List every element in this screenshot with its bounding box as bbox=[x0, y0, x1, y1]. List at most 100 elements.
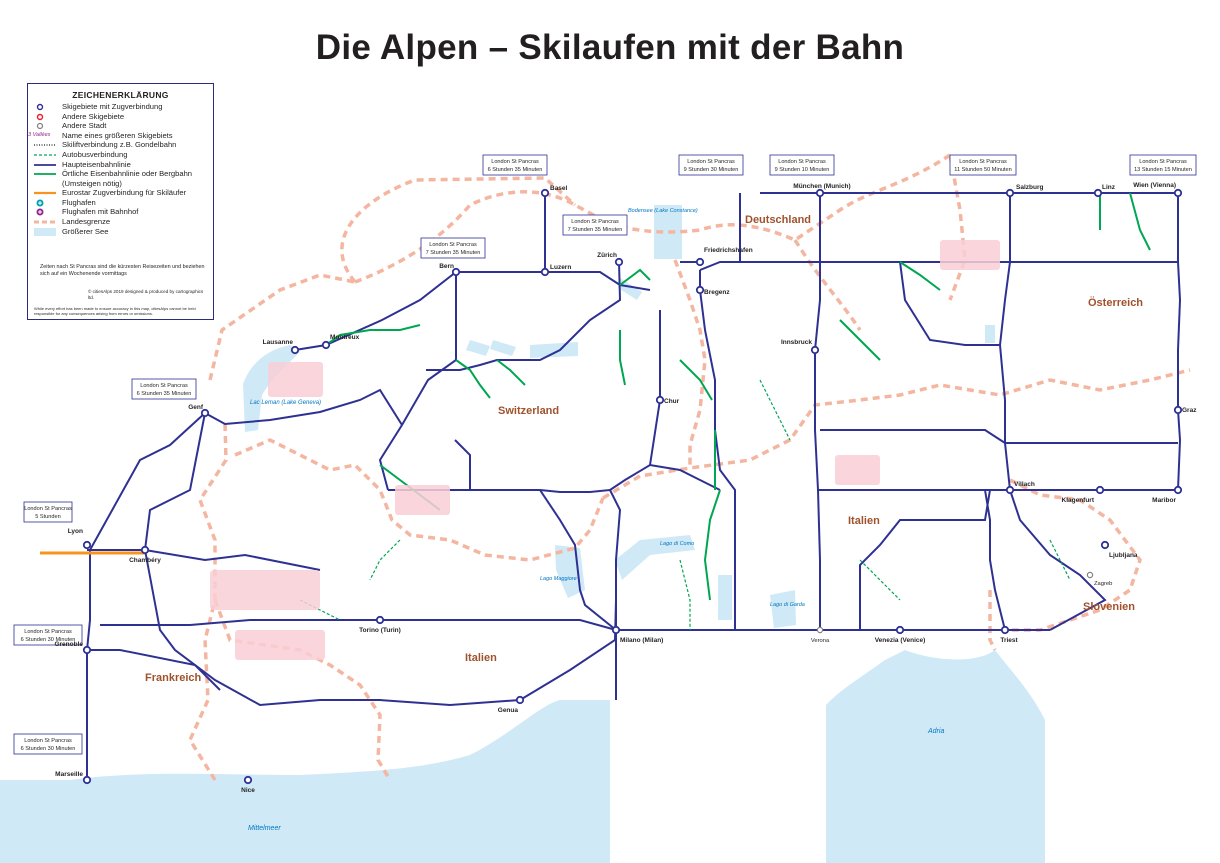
station-label: Villach bbox=[1014, 481, 1035, 488]
station-lausanne: Lausanne bbox=[263, 339, 300, 355]
airport-rail-icon bbox=[36, 208, 44, 216]
green-line-icon bbox=[34, 173, 56, 176]
legend-label: Skigebiete mit Zugverbindung bbox=[62, 102, 163, 111]
legend-label: Skiliftverbindung z.B. Gondelbahn bbox=[62, 140, 177, 150]
station-label: Bern bbox=[439, 263, 454, 270]
country-label-germany: Deutschland bbox=[745, 214, 811, 226]
london-box-grenoble: London St Pancras 6 Stunden 30 Minuten bbox=[13, 624, 83, 646]
london-box-basel: London St Pancras 6 Stunden 35 Minuten bbox=[482, 154, 548, 176]
station-marker bbox=[1005, 485, 1015, 495]
london-box-line1: London St Pancras bbox=[140, 383, 188, 389]
station-label: Graz bbox=[1182, 407, 1197, 414]
station-maribor: Maribor bbox=[1152, 485, 1183, 504]
legend-item-eurostar: Eurostar Zugverbindung für Skiläufer bbox=[28, 188, 213, 198]
station-label: Basel bbox=[550, 185, 568, 192]
london-box-line2: 6 Stunden 35 Minuten bbox=[488, 167, 543, 173]
station-label: Ljubljana bbox=[1109, 552, 1138, 559]
country-label-austria: Österreich bbox=[1088, 296, 1143, 309]
adriatic-sea bbox=[826, 650, 1045, 863]
lake-zell bbox=[985, 325, 995, 343]
station-marker bbox=[290, 345, 300, 355]
legend-heading: ZEICHENERKLÄRUNG bbox=[72, 90, 169, 100]
london-box-line1: London St Pancras bbox=[429, 242, 477, 248]
station-marker bbox=[655, 395, 665, 405]
station-grenoble: Grenoble bbox=[54, 641, 92, 655]
station-marker bbox=[816, 626, 824, 634]
station-marker bbox=[451, 267, 461, 277]
station-verona: Verona bbox=[811, 626, 830, 644]
station-marker bbox=[82, 645, 92, 655]
station-m-nchen-munich-: München (Munich) bbox=[793, 183, 851, 198]
resort-name-sample: 3 Vallées bbox=[28, 131, 51, 138]
station-bern: Bern bbox=[439, 263, 461, 277]
station-milano-milan-: Milano (Milan) bbox=[611, 625, 663, 644]
legend-label: Örtliche Eisenbahnlinie oder Bergbahn (U… bbox=[62, 169, 193, 188]
station-marker bbox=[1005, 188, 1015, 198]
water-label-lake-constance: Bodensee (Lake Constance) bbox=[628, 208, 698, 214]
lake-lucerne bbox=[530, 342, 578, 358]
station-label: Bregenz bbox=[704, 289, 730, 296]
station-linz: Linz bbox=[1093, 184, 1116, 198]
legend-label: Name eines größeren Skigebiets bbox=[62, 130, 173, 140]
legend-credit: © citiesAlps 2019 designed & produced by… bbox=[88, 289, 204, 300]
lake-icon bbox=[34, 227, 56, 236]
station-label: Milano (Milan) bbox=[620, 637, 663, 644]
station-marseille: Marseille bbox=[55, 771, 92, 785]
london-box-lyon: London St Pancras 5 Stunden bbox=[23, 501, 73, 523]
legend-item-resort-name: 3 Vallées Name eines größeren Skigebiets bbox=[28, 131, 213, 141]
station-label: Montreux bbox=[330, 334, 360, 341]
station-triest: Triest bbox=[1000, 625, 1019, 644]
lake-geneva bbox=[243, 345, 300, 432]
water-label-adriatic: Adria bbox=[927, 728, 944, 735]
station-label: Klagenfurt bbox=[1062, 497, 1095, 504]
station-salzburg: Salzburg bbox=[1005, 184, 1043, 198]
london-box-line1: London St Pancras bbox=[959, 159, 1007, 165]
station-label: Wien (Vienna) bbox=[1133, 182, 1176, 189]
station-graz: Graz bbox=[1173, 405, 1197, 415]
london-box-line1: London St Pancras bbox=[571, 219, 619, 225]
station-marker bbox=[540, 188, 550, 198]
station-bregenz: Bregenz bbox=[695, 285, 730, 296]
country-label-france: Frankreich bbox=[145, 672, 202, 684]
station-genf: Genf bbox=[188, 404, 210, 418]
legend-note: Zeiten nach St Pancras sind die kürzeste… bbox=[40, 264, 205, 277]
station-marker bbox=[1173, 188, 1183, 198]
legend-item-main-rail: Haupteisenbahnlinie bbox=[28, 160, 213, 170]
blue-line-icon bbox=[34, 163, 56, 166]
station-zagreb: Zagreb bbox=[1086, 571, 1112, 587]
mediterranean-sea bbox=[0, 700, 610, 863]
legend-label: Andere Skigebiete bbox=[62, 111, 125, 121]
station-label: Lyon bbox=[68, 528, 83, 535]
legend-item-border: Landesgrenze bbox=[28, 217, 213, 227]
station-innsbruck: Innsbruck bbox=[781, 339, 820, 355]
station-friedrichshafen: Friedrichshafen bbox=[695, 247, 753, 267]
legend-item-town: Andere Stadt bbox=[28, 121, 213, 131]
station-label: Triest bbox=[1000, 637, 1018, 644]
station-marker bbox=[1173, 405, 1183, 415]
station-label: Genua bbox=[498, 707, 519, 714]
lake-iseo bbox=[718, 575, 732, 620]
legend-label: Autobusverbindung bbox=[62, 149, 128, 159]
station-basel: Basel bbox=[540, 185, 568, 198]
station-label: Genf bbox=[188, 404, 204, 411]
legend-item-bus: Autobusverbindung bbox=[28, 150, 213, 160]
orange-line-icon bbox=[34, 192, 56, 195]
lake-thun bbox=[466, 340, 490, 356]
london-boxes: London St Pancras 6 Stunden 35 Minuten L… bbox=[13, 154, 1197, 755]
legend-item-lake: Größerer See bbox=[28, 227, 213, 237]
london-box-vienna: London St Pancras 13 Stunden 15 Minuten bbox=[1129, 154, 1197, 176]
london-box-munich: London St Pancras 9 Stunden 10 Minuten bbox=[769, 154, 835, 176]
station-marker bbox=[321, 340, 331, 350]
legend-item-airport: Flughafen bbox=[28, 198, 213, 208]
london-box-line1: London St Pancras bbox=[24, 629, 72, 635]
legend-label: Größerer See bbox=[62, 226, 109, 236]
station-label: Marseille bbox=[55, 771, 83, 778]
station-marker bbox=[611, 625, 621, 635]
legend-item-airport-rail: Flughafen mit Bahnhof bbox=[28, 207, 213, 217]
airport-icon bbox=[36, 199, 44, 207]
station-chamb-ry: Chambéry bbox=[129, 545, 161, 564]
station-villach: Villach bbox=[1005, 481, 1035, 495]
station-nice: Nice bbox=[241, 775, 255, 794]
station-marker bbox=[243, 775, 253, 785]
